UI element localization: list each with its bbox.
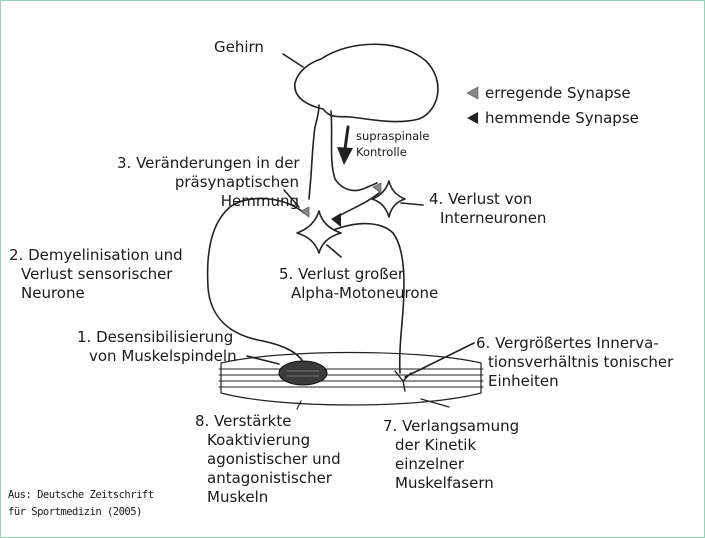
- pointer-8: [297, 401, 301, 409]
- muscle-spindle: [279, 361, 327, 385]
- label-5-line-1: 5. Verlust großer: [279, 265, 438, 284]
- legend-excitatory-glyph: [467, 87, 478, 99]
- label-2-line-2: Verlust sensorischer: [9, 265, 183, 284]
- brain-stem: [309, 105, 319, 199]
- label-7-line-3: einzelner: [383, 455, 519, 474]
- supraspinal-arrow: [345, 127, 348, 149]
- label-8-line-5: Muskeln: [195, 488, 341, 507]
- label-2-line-1: 2. Demyelinisation und: [9, 246, 183, 265]
- label-1-line-2: von Muskelspindeln: [77, 347, 237, 366]
- legend-inhibitory-label: hemmende Synapse: [485, 109, 639, 128]
- legend-inhibitory-glyph: [467, 112, 478, 124]
- label-4: 4. Verlust von Interneuronen: [429, 190, 546, 228]
- pointer-5: [327, 245, 341, 257]
- brain-outline: [295, 44, 438, 121]
- label-2: 2. Demyelinisation und Verlust sensorisc…: [9, 246, 183, 303]
- label-7-line-2: der Kinetik: [383, 436, 519, 455]
- label-8-line-4: antagonistischer: [195, 469, 341, 488]
- brain-label: Gehirn: [214, 38, 264, 57]
- label-6: 6. Vergrößertes Innerva- tionsverhältnis…: [476, 334, 673, 391]
- label-6-line-2: tionsverhältnis tonischer: [476, 353, 673, 372]
- synapse-excitatory-1: [301, 207, 309, 217]
- supraspinal-arrowhead: [337, 147, 353, 165]
- label-7-line-1: 7. Verlangsamung: [383, 417, 519, 436]
- label-1-line-1: 1. Desensibilisierung: [77, 328, 237, 347]
- brain-pointer: [283, 54, 303, 67]
- legend-excitatory-label: erregende Synapse: [485, 84, 631, 103]
- label-8-line-2: Koaktivierung: [195, 431, 341, 450]
- supraspinal-label: supraspinale Kontrolle: [356, 128, 429, 160]
- pointer-4: [401, 203, 423, 205]
- label-3-line-1: 3. Veränderungen in der: [117, 154, 299, 173]
- label-5: 5. Verlust großer Alpha-Motoneurone: [279, 265, 438, 303]
- label-6-line-1: 6. Vergrößertes Innerva-: [476, 334, 673, 353]
- label-6-line-3: Einheiten: [476, 372, 673, 391]
- label-1: 1. Desensibilisierung von Muskelspindeln: [77, 328, 237, 366]
- label-3-line-3: Hemmung: [117, 192, 299, 211]
- label-3-line-2: präsynaptischen: [117, 173, 299, 192]
- supraspinal-line-2: Kontrolle: [356, 144, 429, 160]
- muscle-outline: [221, 353, 481, 406]
- label-4-line-2: Interneuronen: [429, 209, 546, 228]
- label-8-line-3: agonistischer und: [195, 450, 341, 469]
- label-7-line-4: Muskelfasern: [383, 474, 519, 493]
- label-8: 8. Verstärkte Koaktivierung agonistische…: [195, 412, 341, 507]
- label-2-line-3: Neurone: [9, 284, 183, 303]
- source-line-1: Aus: Deutsche Zeitschrift: [8, 487, 154, 504]
- label-5-line-2: Alpha-Motoneurone: [279, 284, 438, 303]
- label-7: 7. Verlangsamung der Kinetik einzelner M…: [383, 417, 519, 493]
- label-4-line-1: 4. Verlust von: [429, 190, 546, 209]
- interneuron-axon: [337, 193, 379, 217]
- source-line-2: für Sportmedizin (2005): [8, 504, 154, 521]
- source-citation: Aus: Deutsche Zeitschrift für Sportmediz…: [8, 487, 154, 521]
- label-8-line-1: 8. Verstärkte: [195, 412, 341, 431]
- supraspinal-line-1: supraspinale: [356, 128, 429, 144]
- label-3: 3. Veränderungen in der präsynaptischen …: [117, 154, 299, 211]
- synapse-inhibitory-1: [331, 213, 341, 227]
